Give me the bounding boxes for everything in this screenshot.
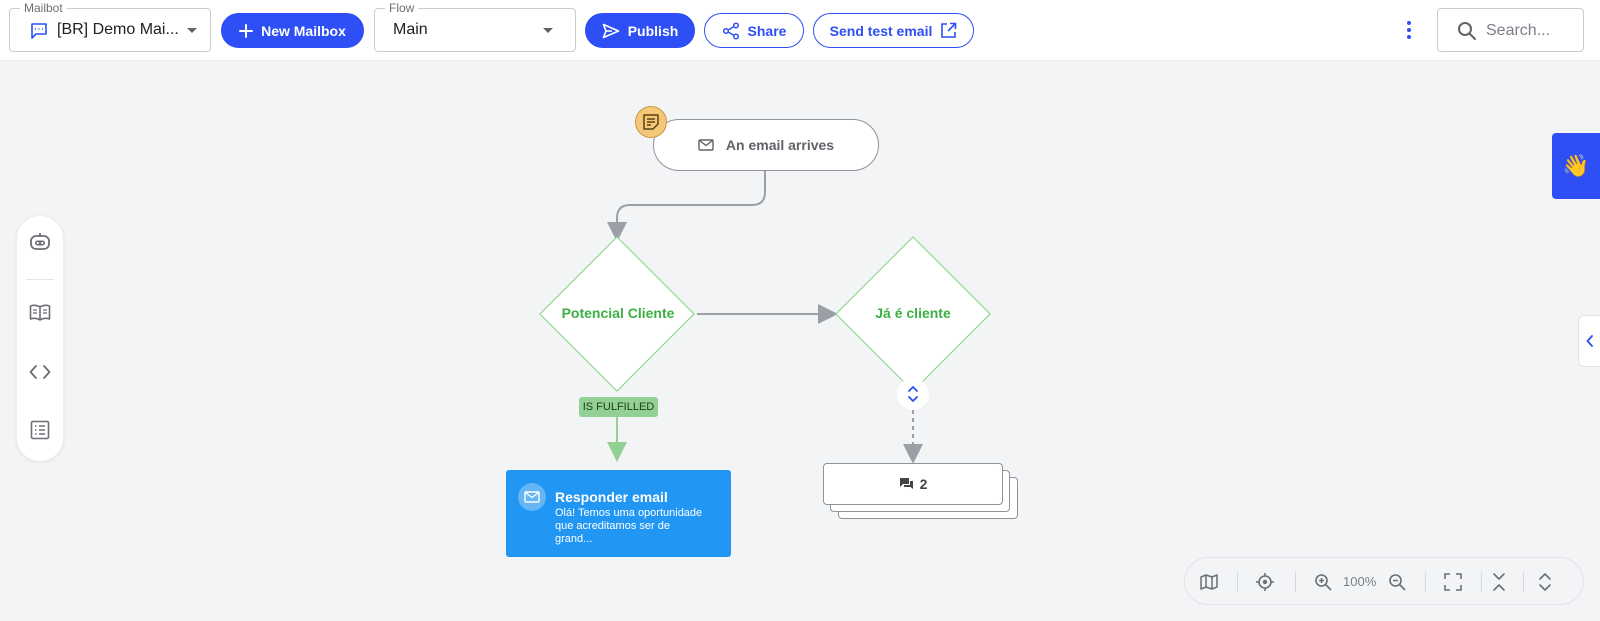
controls-divider [1523,572,1524,592]
send-test-email-label: Send test email [829,22,933,39]
rail-divider [26,279,54,280]
waving-hand-icon: 👋 [1562,153,1590,178]
condition-label: Potencial Cliente [561,305,675,321]
search-icon [1458,22,1476,40]
trigger-node[interactable]: An email arrives [653,119,879,171]
book-icon[interactable] [28,301,52,325]
send-test-email-button[interactable]: Send test email [813,13,974,48]
chevron-down-icon [187,28,197,33]
action-description: Olá! Temos uma oportunidade que acredita… [555,507,703,545]
search-placeholder: Search... [1486,22,1551,39]
share-label: Share [747,22,787,39]
controls-divider [1481,572,1482,592]
controls-divider [1425,572,1426,592]
robot-icon[interactable] [28,230,52,254]
publish-button[interactable]: Publish [585,13,695,48]
chevron-left-icon [1586,335,1593,347]
list-icon[interactable] [28,418,52,442]
external-link-icon [941,22,957,38]
collapse-icon[interactable] [1487,570,1511,594]
share-button[interactable]: Share [704,13,804,48]
map-icon[interactable] [1197,570,1221,594]
chat-icon [31,23,47,39]
action-node-responder-email[interactable]: Responder email Olá! Temos uma oportunid… [506,470,731,557]
grouped-nodes-count: 2 [919,476,928,492]
flow-connectors [607,171,923,464]
left-tool-rail [17,216,63,461]
is-fulfilled-badge: IS FULFILLED [579,397,658,417]
mailbot-select-value: [BR] Demo Mai... [57,21,179,38]
mail-icon [698,139,714,151]
grouped-nodes[interactable] [823,463,1003,505]
send-icon [602,23,620,38]
share-icon [722,21,739,40]
mailbot-select[interactable]: Mailbot [BR] Demo Mai... [9,1,211,52]
flow-select-label: Flow [385,1,419,15]
controls-divider [1237,572,1238,592]
flow-select[interactable]: Flow Main [374,1,576,52]
side-panel-toggle[interactable] [1578,315,1600,367]
comments-icon [899,478,913,489]
waving-hand-help-button[interactable]: 👋 [1552,133,1600,199]
more-options-icon[interactable] [1402,18,1416,42]
expand-icon[interactable] [1533,570,1557,594]
search-field[interactable]: Search... [1437,8,1584,52]
flow-select-value: Main [393,21,428,38]
plus-icon [239,23,254,38]
zoom-level: 100% [1343,574,1377,589]
condition-label: Já é cliente [875,305,951,321]
code-icon[interactable] [28,360,52,384]
new-mailbox-button[interactable]: New Mailbox [221,13,364,48]
grouped-nodes-label: 2 [823,463,1003,505]
fullscreen-icon[interactable] [1441,570,1465,594]
top-toolbar: Mailbot [BR] Demo Mai... New Mailbox Flo… [0,0,1600,61]
mailbot-select-label: Mailbot [20,1,67,15]
note-icon[interactable] [635,106,667,138]
expand-collapse-icon[interactable] [897,378,929,410]
new-mailbox-label: New Mailbox [261,22,346,39]
mail-icon [518,483,546,511]
zoom-in-icon[interactable] [1311,570,1335,594]
edge-trigger-to-condition [607,171,766,242]
locate-icon[interactable] [1253,570,1277,594]
controls-divider [1295,572,1296,592]
action-title: Responder email [555,489,668,505]
canvas-controls: 100% [1184,557,1584,605]
flow-canvas[interactable]: An email arrives Potencial Cliente Já é … [0,61,1600,621]
publish-label: Publish [627,22,679,39]
trigger-node-label: An email arrives [725,137,835,153]
zoom-out-icon[interactable] [1385,570,1409,594]
chevron-down-icon [543,28,553,33]
